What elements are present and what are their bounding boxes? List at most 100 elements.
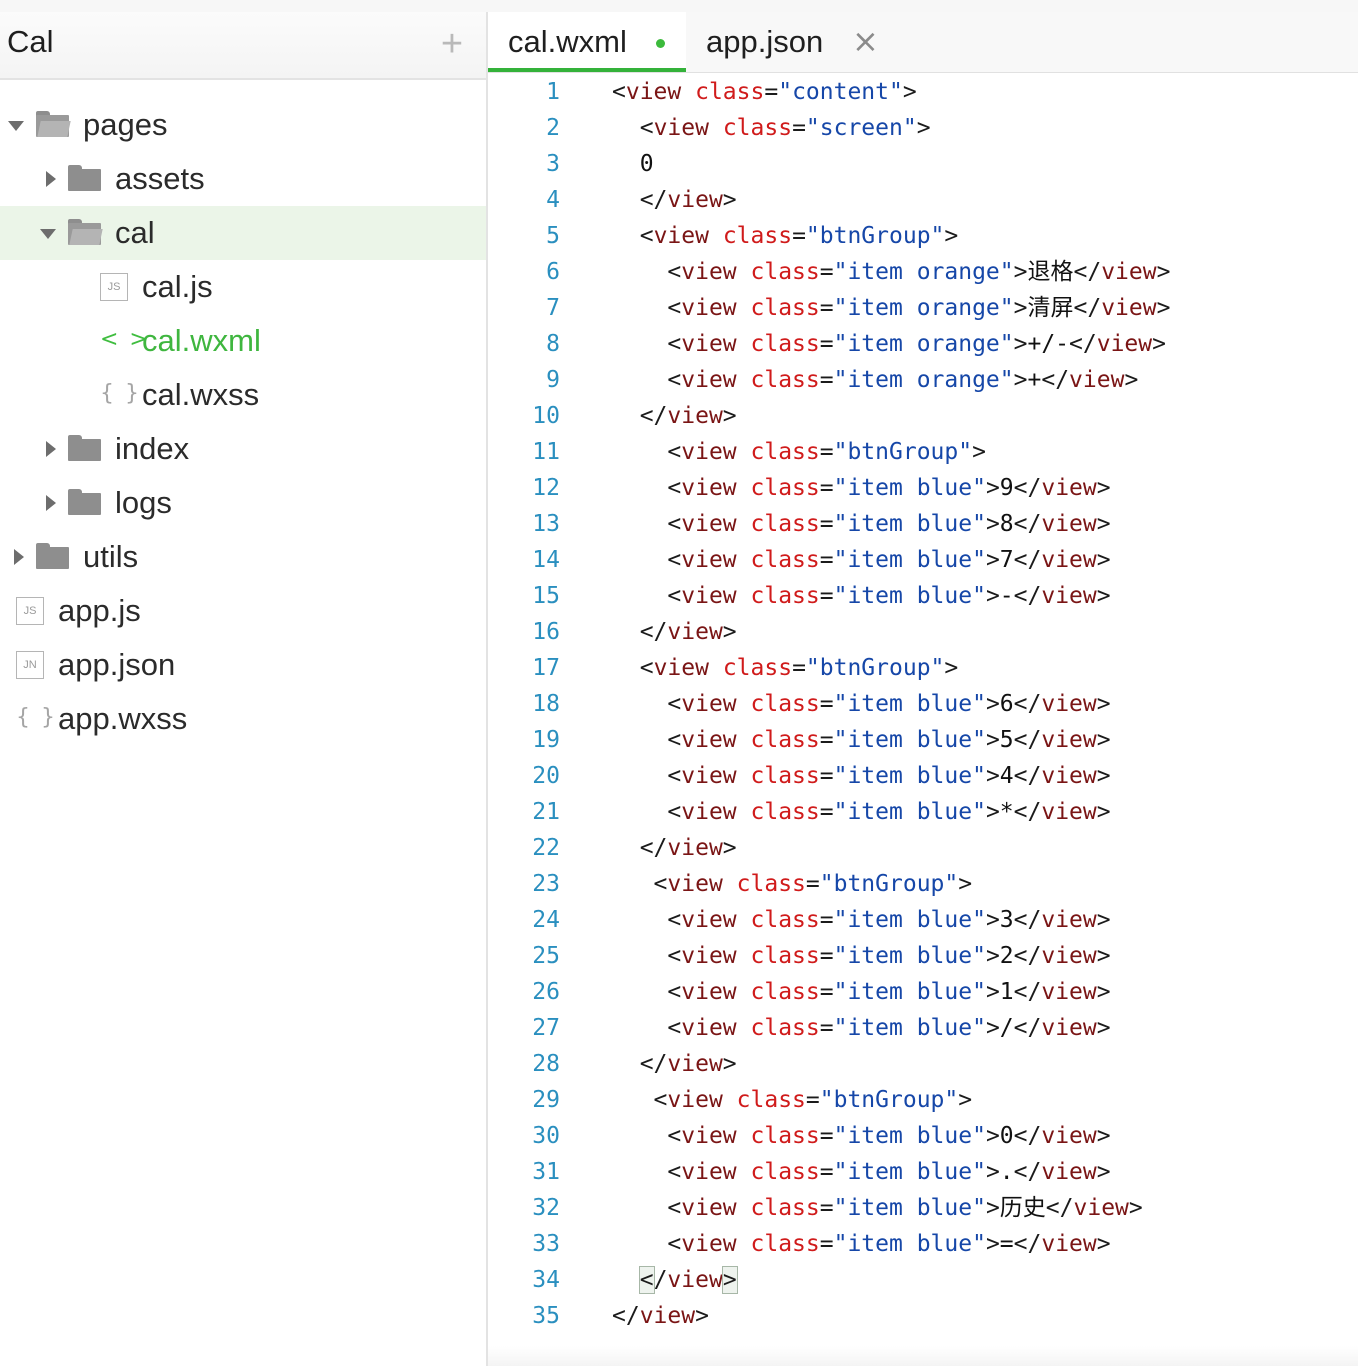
code-line[interactable]: 26 <view class="item blue">1</view> [488,974,1358,1010]
attr-value: "btnGroup" [819,1087,959,1113]
plus-icon[interactable]: + [440,23,464,65]
line-number: 23 [532,871,560,897]
code-line[interactable]: 24 <view class="item blue">3</view> [488,902,1358,938]
button-text: 0 [999,1123,1014,1149]
tree-item-label: app.json [58,647,176,682]
tag-bracket: < [667,1159,682,1185]
button-text: + [1027,367,1042,393]
chevron-right-icon[interactable] [46,495,56,511]
chevron-down-icon[interactable] [8,121,24,131]
tree-item-assets[interactable]: assets [0,152,486,206]
tree-item-utils[interactable]: utils [0,530,486,584]
code-line[interactable]: 7 <view class="item orange">清屏</view> [488,290,1358,326]
line-number: 29 [532,1087,560,1113]
code-line[interactable]: 28 </view> [488,1046,1358,1082]
tree-item-pages[interactable]: pages [0,98,486,152]
code-line[interactable]: 9 <view class="item orange">+</view> [488,362,1358,398]
tag-bracket: </ [1013,979,1042,1005]
code-line[interactable]: 19 <view class="item blue">5</view> [488,722,1358,758]
button-text: 6 [999,691,1014,717]
code-line[interactable]: 12 <view class="item blue">9</view> [488,470,1358,506]
chevron-right-icon[interactable] [46,441,56,457]
code-line[interactable]: 23 <view class="btnGroup"> [488,866,1358,902]
tag-bracket: > [722,187,737,213]
tag-bracket: < [639,115,654,141]
code-text: 0 [612,146,654,182]
code-line[interactable]: 5 <view class="btnGroup"> [488,218,1358,254]
tab-label: app.json [706,24,824,59]
tab-cal-wxml[interactable]: cal.wxml [488,12,686,72]
folder-icon [68,489,101,515]
editor-tab-bar: cal.wxml app.json × [488,12,1358,73]
code-line[interactable]: 29 <view class="btnGroup"> [488,1082,1358,1118]
tag-name: view [1041,475,1097,501]
code-line[interactable]: 33 <view class="item blue">=</view> [488,1226,1358,1262]
chevron-right-icon[interactable] [14,549,24,565]
attr-value: "item orange" [833,367,1014,393]
tag-bracket: </ [1013,763,1042,789]
code-text: <view class="item blue">*</view> [612,794,1110,830]
tag-bracket: < [667,727,682,753]
tag-name: view [1096,331,1153,357]
close-icon[interactable]: × [852,22,879,60]
code-line[interactable]: 14 <view class="item blue">7</view> [488,542,1358,578]
code-line[interactable]: 11 <view class="btnGroup"> [488,434,1358,470]
tag-name: view [667,403,723,429]
attr-value: "item blue" [833,799,986,825]
line-number: 10 [532,403,560,429]
attr-name: class [750,511,820,537]
tag-name: view [681,1159,737,1185]
tag-bracket: > [985,691,1000,717]
tree-item-label: index [115,431,190,466]
code-line[interactable]: 16 </view> [488,614,1358,650]
tab-app-json[interactable]: app.json × [686,12,896,72]
code-line[interactable]: 15 <view class="item blue">-</view> [488,578,1358,614]
code-line[interactable]: 22 </view> [488,830,1358,866]
tree-item-app-wxss[interactable]: { }app.wxss [0,692,486,746]
attr-value: "item blue" [833,1015,986,1041]
code-line[interactable]: 27 <view class="item blue">/</view> [488,1010,1358,1046]
button-text: * [999,799,1014,825]
code-line[interactable]: 1<view class="content"> [488,74,1358,110]
attr-value: "btnGroup" [805,655,945,681]
tag-bracket: > [1013,259,1028,285]
code-text: <view class="item blue">1</view> [612,974,1110,1010]
tree-item-index[interactable]: index [0,422,486,476]
code-line[interactable]: 35</view> [488,1298,1358,1334]
tag-name: view [681,907,737,933]
tag-name: view [667,1267,723,1293]
code-line[interactable]: 31 <view class="item blue">.</view> [488,1154,1358,1190]
chevron-right-icon[interactable] [46,171,56,187]
tree-item-cal-wxml[interactable]: < >cal.wxml [0,314,486,368]
button-text: 8 [999,511,1014,537]
code-line[interactable]: 17 <view class="btnGroup"> [488,650,1358,686]
tree-item-logs[interactable]: logs [0,476,486,530]
code-line[interactable]: 4 </view> [488,182,1358,218]
code-line[interactable]: 10 </view> [488,398,1358,434]
code-line[interactable]: 32 <view class="item blue">历史</view> [488,1190,1358,1226]
chevron-down-icon[interactable] [40,229,56,239]
tree-item-cal[interactable]: cal [0,206,486,260]
code-line[interactable]: 30 <view class="item blue">0</view> [488,1118,1358,1154]
code-area[interactable]: 1<view class="content">2 <view class="sc… [488,74,1358,1334]
code-line[interactable]: 8 <view class="item orange">+/-</view> [488,326,1358,362]
code-line[interactable]: 13 <view class="item blue">8</view> [488,506,1358,542]
tag-name: view [1041,979,1097,1005]
tree-item-cal-wxss[interactable]: { }cal.wxss [0,368,486,422]
tag-bracket: < [667,331,682,357]
line-number: 34 [532,1267,560,1293]
code-line[interactable]: 3 0 [488,146,1358,182]
code-line[interactable]: 6 <view class="item orange">退格</view> [488,254,1358,290]
code-line[interactable]: 25 <view class="item blue">2</view> [488,938,1358,974]
code-line[interactable]: 2 <view class="screen"> [488,110,1358,146]
code-line[interactable]: 18 <view class="item blue">6</view> [488,686,1358,722]
tag-name: view [681,295,737,321]
code-line[interactable]: 21 <view class="item blue">*</view> [488,794,1358,830]
attr-equals: = [792,115,806,141]
tag-name: view [1101,295,1157,321]
code-line[interactable]: 34 </view> [488,1262,1358,1298]
code-line[interactable]: 20 <view class="item blue">4</view> [488,758,1358,794]
